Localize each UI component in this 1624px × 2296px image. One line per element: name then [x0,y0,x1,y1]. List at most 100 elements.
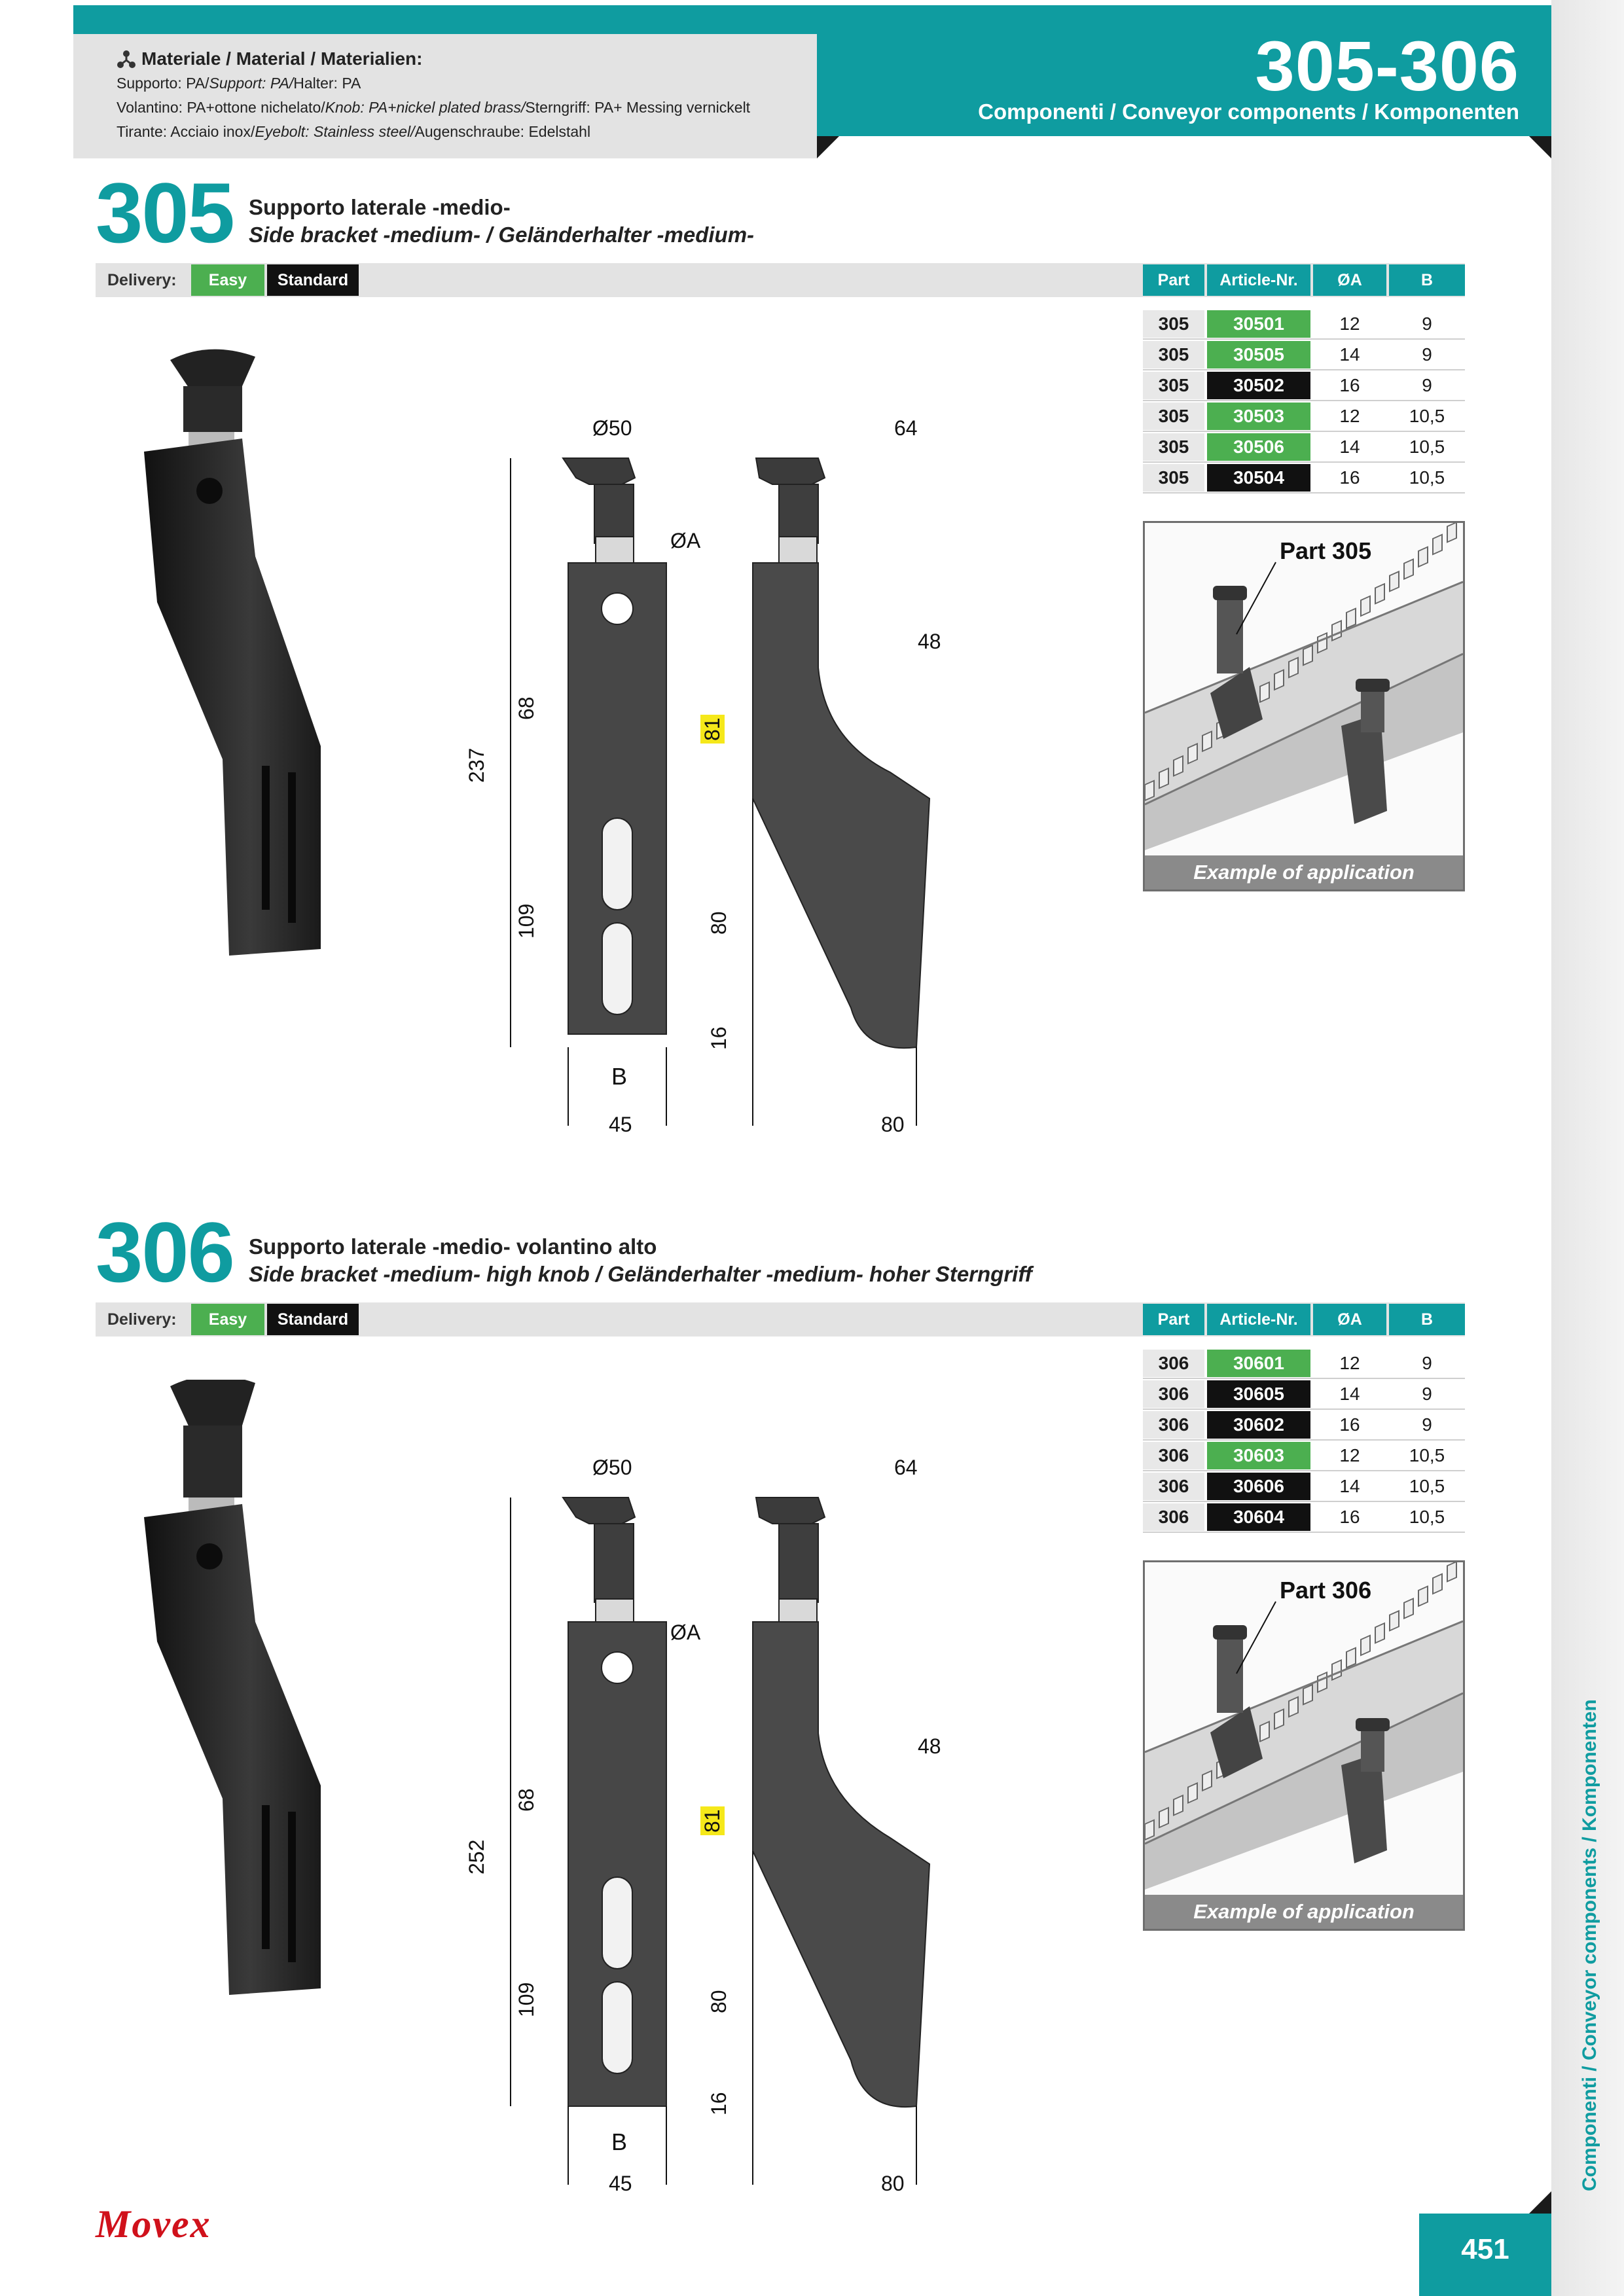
section-subtitle: Side bracket -medium- / Geländerhalter -… [249,223,755,247]
section-title: Supporto laterale -medio- [249,195,511,219]
movex-logo: Movex [96,2202,211,2246]
table-header: B [1389,1304,1465,1335]
dim-arm: 48 [918,630,941,653]
table-row: 305 30505 14 9 [1143,341,1465,370]
side-strip [1551,0,1624,2296]
diameter-cell: 12 [1313,403,1386,430]
section-number: 305 [96,165,235,260]
row-divider [1143,1532,1465,1533]
dim-arm: 48 [918,1734,941,1758]
part-cell: 306 [1143,1411,1204,1439]
dim-knob-diameter: Ø50 [592,416,632,440]
application-title: Part 305 [1280,537,1372,564]
diameter-cell: 12 [1313,1442,1386,1469]
b-cell: 9 [1389,372,1465,399]
article-cell: 30604 [1207,1503,1310,1531]
standard-chip: Standard [267,264,359,296]
diameter-cell: 12 [1313,1350,1386,1377]
diameter-cell: 12 [1313,310,1386,338]
dim-knob-diameter: Ø50 [592,1456,632,1479]
dim-slot: 80 [707,1990,731,2013]
b-cell: 9 [1389,310,1465,338]
material-box: Materiale / Material / Materialien: Supp… [73,34,817,158]
article-cell: 30601 [1207,1350,1310,1377]
part-cell: 306 [1143,1442,1204,1469]
row-divider [1143,1501,1465,1502]
corner-fold [817,136,839,158]
part-cell: 305 [1143,310,1204,338]
table-header: B [1389,264,1465,296]
row-divider [1143,1439,1465,1441]
article-cell: 30504 [1207,464,1310,492]
row-divider [1143,461,1465,463]
application-illustration [1145,523,1463,850]
b-cell: 10,5 [1389,433,1465,461]
b-cell: 10,5 [1389,403,1465,430]
part-cell: 305 [1143,341,1204,368]
article-cell: 30606 [1207,1473,1310,1500]
technical-drawing [510,457,931,1126]
table-header: Article-Nr. [1207,1304,1310,1335]
delivery-label: Delivery: [107,1310,177,1329]
material-title: Materiale / Material / Materialien: [141,48,423,69]
part-cell: 305 [1143,464,1204,492]
dim-b: B [611,2128,628,2155]
article-cell: 30501 [1207,310,1310,338]
application-illustration [1145,1562,1463,1890]
article-cell: 30603 [1207,1442,1310,1469]
dim-highlight: 81 [700,1806,725,1835]
section-number: 306 [96,1204,235,1300]
section-title: Supporto laterale -medio- volantino alto [249,1234,657,1259]
b-cell: 9 [1389,1350,1465,1377]
row-divider [1143,369,1465,370]
table-row: 306 30605 14 9 [1143,1380,1465,1409]
diameter-cell: 16 [1313,464,1386,492]
dim-base: 80 [881,2172,905,2195]
dim-total-height: 237 [465,747,488,783]
table-row: 305 30503 12 10,5 [1143,403,1465,431]
dim-lower: 109 [514,903,538,939]
dim-slot: 80 [707,911,731,935]
dim-upper: 68 [514,696,538,720]
easy-chip: Easy [191,264,264,296]
product-photo [144,1380,321,1995]
corner-fold [1529,2191,1551,2214]
dim-total-height: 252 [465,1839,488,1874]
diameter-cell: 14 [1313,341,1386,368]
table-row: 305 30502 16 9 [1143,372,1465,401]
dim-upper: 68 [514,1788,538,1812]
part-cell: 305 [1143,433,1204,461]
part-cell: 306 [1143,1473,1204,1500]
b-cell: 9 [1389,1380,1465,1408]
page-subtitle: Componenti / Conveyor components / Kompo… [978,99,1519,124]
b-cell: 10,5 [1389,464,1465,492]
dim-width: 45 [609,2172,632,2195]
dim-width: 45 [609,1113,632,1136]
section-subtitle: Side bracket -medium- high knob / Geländ… [249,1262,1032,1286]
row-divider [1143,431,1465,432]
b-cell: 10,5 [1389,1442,1465,1469]
table-row: 305 30501 12 9 [1143,310,1465,339]
application-caption: Example of application [1145,855,1463,889]
dim-base: 80 [881,1113,905,1136]
table-header: Part [1143,1304,1204,1335]
article-cell: 30506 [1207,433,1310,461]
product-photo [144,349,321,956]
side-label: Componenti / Conveyor components / Kompo… [1579,1699,1600,2191]
diameter-cell: 16 [1313,372,1386,399]
material-icon [117,50,135,68]
b-cell: 9 [1389,1411,1465,1439]
dim-depth: 64 [894,1456,918,1479]
table-header: Article-Nr. [1207,264,1310,296]
row-divider [1143,1408,1465,1410]
table-row: 305 30504 16 10,5 [1143,464,1465,493]
part-cell: 305 [1143,372,1204,399]
table-row: 306 30603 12 10,5 [1143,1442,1465,1471]
page-number-box [1419,2214,1551,2296]
part-cell: 306 [1143,1350,1204,1377]
dim-bottom: 16 [707,1026,731,1050]
part-cell: 306 [1143,1380,1204,1408]
easy-chip: Easy [191,1304,264,1335]
dim-highlight: 81 [700,715,725,744]
material-line: Volantino: PA+ottone nichelato/Knob: PA+… [117,99,751,116]
